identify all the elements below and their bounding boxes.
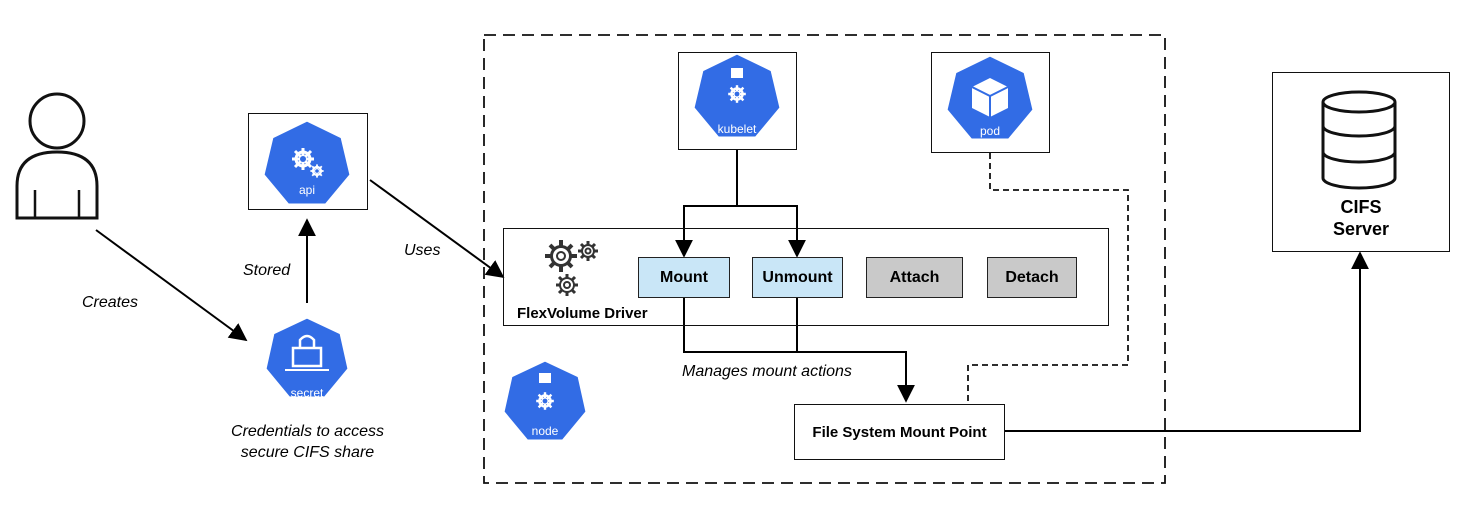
flexvolume-driver-title: FlexVolume Driver bbox=[517, 305, 648, 322]
kubelet-box bbox=[678, 52, 797, 150]
kubelet-to-unmount bbox=[737, 205, 806, 258]
stored-label: Stored bbox=[243, 262, 291, 279]
credentials-line1: Credentials to access bbox=[231, 423, 384, 440]
kubelet-badge-label: kubelet bbox=[717, 122, 757, 136]
cifs-label-line1: CIFS bbox=[1340, 197, 1382, 217]
flexvolume-driver-box bbox=[503, 228, 1109, 326]
creates-arrow bbox=[95, 229, 248, 342]
pod-badge-label: pod bbox=[979, 124, 1001, 138]
user-icon bbox=[15, 92, 99, 220]
node-boundary bbox=[483, 34, 1166, 484]
pod-mount-link bbox=[967, 153, 1129, 404]
node-badge-label: node bbox=[531, 424, 559, 438]
uses-arrow bbox=[369, 179, 505, 279]
pod-box bbox=[931, 52, 1050, 153]
api-box bbox=[248, 113, 368, 210]
database-icon bbox=[1321, 90, 1397, 190]
secret-badge-label: secret bbox=[290, 386, 324, 400]
cifs-label-line2: Server bbox=[1332, 219, 1390, 239]
kubelet-to-mount bbox=[675, 205, 737, 258]
credentials-label: Credentials to access secure CIFS share bbox=[205, 421, 410, 463]
uses-label: Uses bbox=[404, 242, 441, 259]
attach-action[interactable]: Attach bbox=[866, 257, 963, 298]
cifs-server-box bbox=[1272, 72, 1450, 252]
credentials-line2: secure CIFS share bbox=[240, 444, 375, 461]
api-badge-label: api bbox=[298, 183, 315, 197]
mount-point-label: File System Mount Point bbox=[812, 423, 987, 441]
manages-label: Manages mount actions bbox=[682, 363, 852, 380]
creates-label: Creates bbox=[82, 294, 139, 311]
mountpoint-to-cifs bbox=[1005, 251, 1369, 432]
unmount-action[interactable]: Unmount bbox=[752, 257, 843, 298]
mount-action[interactable]: Mount bbox=[638, 257, 730, 298]
detach-action[interactable]: Detach bbox=[987, 257, 1077, 298]
mount-point-box: File System Mount Point bbox=[794, 404, 1005, 460]
cifs-server-label: CIFS Server bbox=[1272, 196, 1450, 240]
